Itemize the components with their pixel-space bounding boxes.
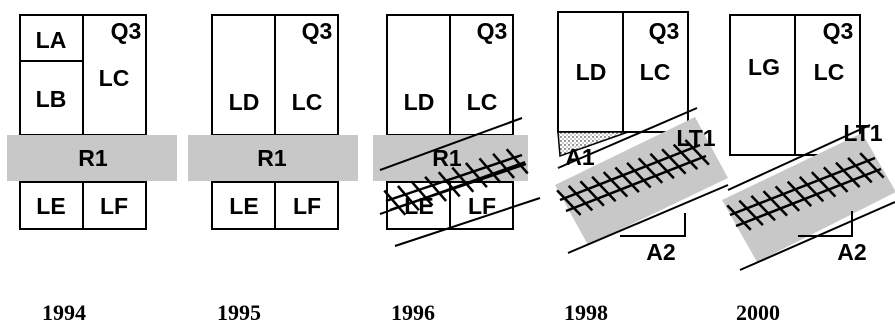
parcel-lf: [82, 181, 147, 230]
label-q3: Q3: [649, 18, 680, 44]
road-r1: [188, 135, 358, 181]
rail-tie: [847, 157, 873, 184]
corridor-edge-line: [394, 197, 541, 247]
corridor-edge-line: [379, 117, 523, 171]
parcel-a1: [557, 131, 629, 158]
corridor-edge-line: [567, 184, 729, 254]
label-lf: LF: [293, 193, 321, 219]
year-label: 1995: [217, 300, 261, 325]
parcel-le: [19, 181, 84, 230]
parcel-a2: [798, 211, 853, 237]
rail-tie: [661, 148, 687, 175]
rail-tie: [424, 175, 448, 202]
rail-tie: [451, 166, 475, 193]
rail-tie: [579, 180, 605, 207]
label-ld: LD: [229, 89, 260, 115]
rail-tie: [738, 199, 764, 226]
rail-tie: [492, 152, 516, 179]
parcel-le: [211, 181, 276, 230]
rail-tie: [835, 161, 861, 188]
label-lt1: LT1: [676, 125, 715, 151]
rail-track: [726, 152, 885, 231]
rail-tie: [786, 180, 813, 207]
rail-tie: [798, 176, 825, 203]
label-lc: LC: [99, 65, 130, 91]
label-a2: A2: [837, 239, 866, 265]
rail-tie: [626, 162, 652, 189]
label-r1: R1: [78, 145, 108, 171]
rail-tie: [567, 185, 594, 212]
label-r1: R1: [257, 145, 287, 171]
label-a1: A1: [565, 144, 595, 170]
corridor-edge-line: [557, 107, 698, 169]
parcel-lf: [274, 181, 339, 230]
panel-1996: LD Q3 LC R1 LE LF 1996: [373, 14, 541, 325]
rail-tie: [672, 143, 699, 170]
label-lg: LG: [748, 54, 780, 80]
rail-tie: [505, 148, 529, 175]
label-lt1: LT1: [843, 120, 882, 146]
label-le: LE: [229, 193, 258, 219]
panel-2000: LG Q3 LC LT1 A2 2000: [722, 14, 895, 325]
panel-1994: LA LB Q3 LC R1 LE LF 1994: [7, 14, 177, 325]
rail-tie: [637, 157, 664, 184]
label-ld: LD: [404, 89, 435, 115]
rail-tie: [383, 189, 407, 216]
rail-tie: [602, 171, 629, 198]
label-lc: LC: [640, 59, 671, 85]
corridor-edge-line: [727, 124, 871, 191]
rail-tie: [774, 185, 801, 212]
panel-1998: LD Q3 LC A1 LT1 A2 1998: [555, 11, 729, 325]
label-q3: Q3: [302, 18, 333, 44]
parcel-a2: [620, 213, 686, 237]
rail-tie: [591, 175, 617, 203]
rail-track: [556, 139, 710, 216]
year-label: 1998: [564, 300, 608, 325]
rail-tie: [762, 190, 789, 217]
rail-tie: [684, 139, 710, 166]
rail-tie: [396, 185, 420, 212]
rail-tie: [726, 204, 752, 231]
panel-1995: LD Q3 LC R1 LE LF 1995: [188, 14, 358, 325]
rail-track: [383, 148, 529, 216]
parcel-lg: [729, 14, 796, 156]
label-lc: LC: [467, 89, 498, 115]
rail-tie: [478, 157, 502, 184]
label-q3: Q3: [477, 18, 508, 44]
parcel-lc: [622, 11, 689, 133]
year-label: 1994: [42, 300, 86, 325]
label-q3: Q3: [823, 18, 854, 44]
parcel-lb: [19, 60, 84, 136]
label-lb: LB: [36, 86, 67, 112]
parcel-ld: [557, 11, 624, 133]
rail-tie: [859, 152, 885, 179]
year-label: 2000: [736, 300, 780, 325]
road-r1: [7, 135, 177, 181]
label-la: LA: [36, 27, 67, 53]
label-lf: LF: [468, 193, 496, 219]
rail-tie: [614, 166, 640, 193]
rail-tie: [649, 152, 675, 180]
label-lc: LC: [814, 59, 845, 85]
parcel-ld: [386, 14, 451, 136]
label-q3: Q3: [111, 18, 142, 44]
label-le: LE: [36, 193, 65, 219]
label-lf: LF: [100, 193, 128, 219]
label-a2: A2: [646, 239, 675, 265]
rail-tie: [556, 189, 582, 216]
parcel-la: [19, 14, 84, 62]
year-label: 1996: [391, 300, 435, 325]
rail-tie: [410, 180, 434, 207]
rail-tie: [810, 171, 837, 198]
rail-tie: [822, 166, 849, 193]
label-ld: LD: [576, 59, 607, 85]
rail-tie: [464, 162, 488, 189]
rail-tie: [750, 195, 776, 222]
rail-tie: [437, 171, 461, 198]
label-lc: LC: [292, 89, 323, 115]
parcel-ld: [211, 14, 276, 136]
